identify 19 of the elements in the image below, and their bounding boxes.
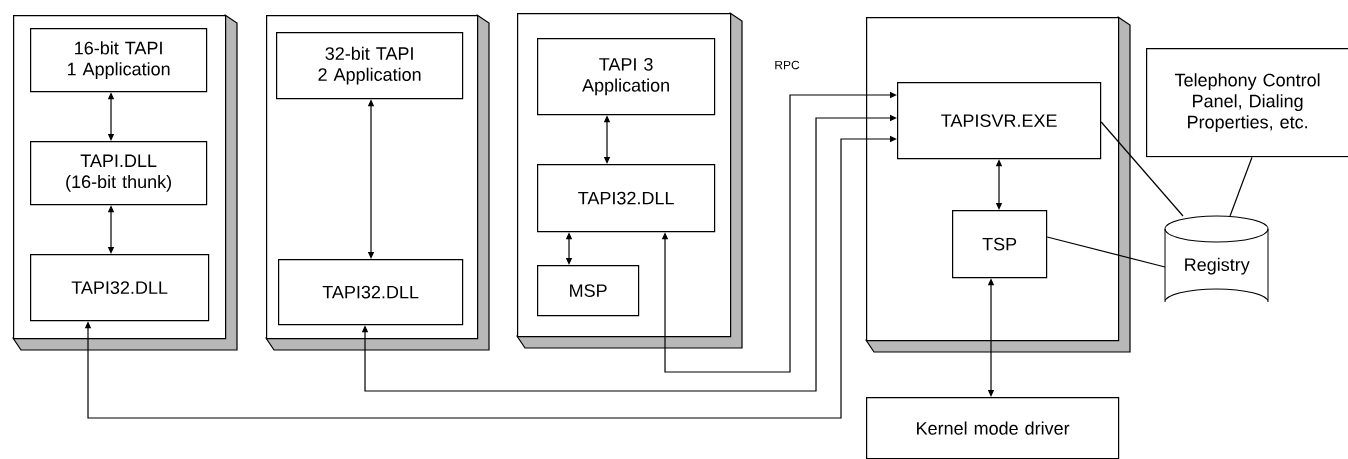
connector-line [1046, 236, 1166, 268]
component-box: 32-bit TAPI 2 Application [276, 32, 464, 100]
component-box: TAPI32.DLL [278, 259, 464, 326]
component-box: TAPI.DLL (16-bit thunk) [30, 141, 208, 206]
connector-line [1229, 156, 1253, 217]
component-box: 16-bit TAPI 1 Application [30, 28, 208, 93]
component-box: TAPISVR.EXE [897, 82, 1102, 160]
component-box: TAPI32.DLL [537, 164, 716, 233]
component-box: Kernel mode driver [866, 397, 1120, 459]
protocol-label: RPC [775, 60, 800, 70]
arrow [84, 135, 897, 419]
database-cylinder: Registry [1164, 215, 1269, 303]
arrow [661, 91, 897, 373]
arrow [361, 114, 897, 392]
component-box: MSP [537, 265, 640, 317]
component-box: TAPI32.DLL [30, 254, 210, 322]
component-box: TSP [952, 210, 1048, 279]
component-box: TAPI 3 Application [537, 38, 716, 116]
component-box: Telephony Control Panel, Dialing Properties, etc. [1146, 48, 1348, 158]
